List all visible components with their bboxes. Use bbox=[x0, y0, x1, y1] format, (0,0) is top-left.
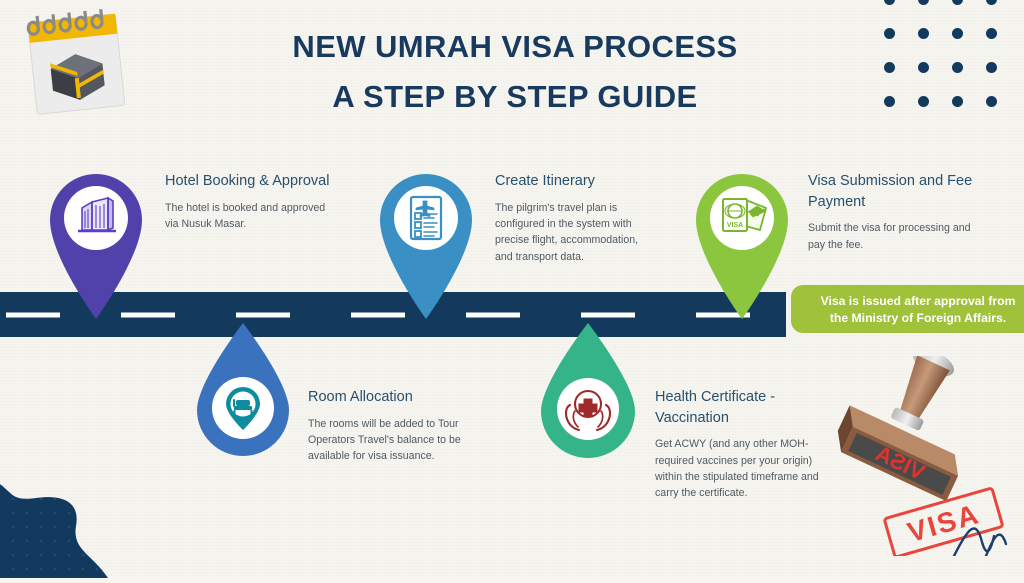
pin-room-allocation[interactable] bbox=[188, 322, 298, 456]
dot bbox=[918, 96, 929, 107]
pin-visa-submission[interactable]: VISA bbox=[692, 168, 792, 320]
step-desc-visa-submission: Submit the visa for processing and pay t… bbox=[808, 222, 971, 251]
pin-create-itinerary[interactable] bbox=[376, 168, 476, 320]
dot bbox=[884, 28, 895, 39]
hotel-building-icon bbox=[78, 196, 116, 233]
status-badge-visa-issued: Visa is issued after approval from the M… bbox=[791, 285, 1024, 333]
dot bbox=[952, 62, 963, 73]
dot bbox=[952, 96, 963, 107]
dot bbox=[986, 62, 997, 73]
step-text-hotel-booking: Hotel Booking & Approval The hotel is bo… bbox=[165, 171, 340, 232]
step-desc-health-certificate: Get ACWY (and any other MOH-required vac… bbox=[655, 438, 819, 500]
visa-passport-ticket-icon: VISA bbox=[722, 198, 768, 232]
pin-health-certificate[interactable] bbox=[532, 322, 644, 459]
road-icon bbox=[0, 292, 786, 337]
corner-blob-icon bbox=[0, 468, 176, 578]
step-desc-room-allocation: The rooms will be added to Tour Operator… bbox=[308, 417, 461, 463]
dot bbox=[918, 0, 929, 5]
dot bbox=[884, 0, 895, 5]
step-text-health-certificate: Health Certificate - Vaccination Get ACW… bbox=[655, 387, 827, 502]
dot bbox=[986, 96, 997, 107]
svg-text:VISA: VISA bbox=[727, 222, 743, 229]
step-title-visa-submission: Visa Submission and Fee Payment bbox=[808, 173, 973, 210]
dot bbox=[918, 28, 929, 39]
step-text-create-itinerary: Create Itinerary The pilgrim's travel pl… bbox=[495, 171, 655, 265]
step-text-visa-submission: Visa Submission and Fee Payment Submit t… bbox=[808, 171, 983, 253]
kaaba-calendar-icon bbox=[16, 2, 138, 120]
visa-stamp-icon: VISA VISA bbox=[836, 349, 1024, 559]
step-title-health-certificate: Health Certificate - Vaccination bbox=[655, 389, 776, 426]
pin-hotel-booking[interactable] bbox=[46, 168, 146, 320]
dot bbox=[884, 62, 895, 73]
step-desc-hotel-booking: The hotel is booked and approved via Nus… bbox=[165, 201, 326, 230]
dot bbox=[986, 0, 997, 5]
hands-medical-cross-icon bbox=[564, 389, 612, 432]
road-dashes bbox=[0, 312, 786, 317]
dot bbox=[918, 62, 929, 73]
dot bbox=[986, 28, 997, 39]
step-title-create-itinerary: Create Itinerary bbox=[495, 173, 595, 189]
bed-location-icon bbox=[226, 387, 260, 430]
dot-grid-icon bbox=[884, 0, 1008, 107]
step-title-room-allocation: Room Allocation bbox=[308, 389, 413, 405]
title-line-2: A STEP BY STEP GUIDE bbox=[332, 79, 698, 115]
title-line-1: NEW UMRAH VISA PROCESS bbox=[292, 29, 738, 64]
step-text-room-allocation: Room Allocation The rooms will be added … bbox=[308, 387, 478, 465]
dot bbox=[952, 28, 963, 39]
step-title-hotel-booking: Hotel Booking & Approval bbox=[165, 173, 330, 189]
svg-text:VISA: VISA bbox=[904, 498, 983, 548]
badge-line-1: Visa is issued after approval from bbox=[820, 294, 1016, 308]
badge-line-2: the Ministry of Foreign Affairs. bbox=[829, 311, 1007, 326]
step-desc-create-itinerary: The pilgrim's travel plan is configured … bbox=[495, 201, 639, 263]
dot bbox=[884, 96, 895, 107]
page-title: NEW UMRAH VISA PROCESS A STEP BY STEP GU… bbox=[230, 22, 800, 122]
dot bbox=[952, 0, 963, 5]
itinerary-checklist-icon bbox=[409, 195, 443, 241]
